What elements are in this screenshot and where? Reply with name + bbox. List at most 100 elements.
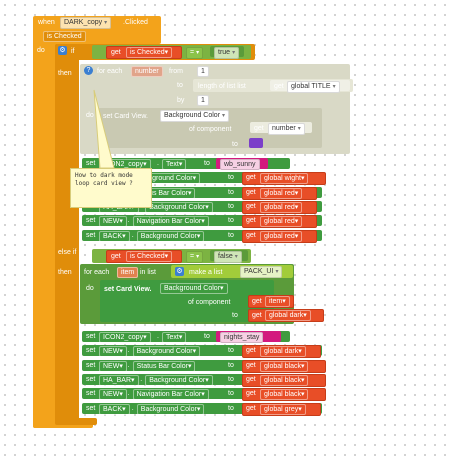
card-view-set-block[interactable]	[100, 280, 274, 322]
then-set-row[interactable]	[82, 172, 322, 183]
then-set-label: set	[86, 217, 96, 224]
else-get-label: get	[246, 405, 256, 412]
bool-true-dropdown[interactable]: true▾	[214, 47, 240, 59]
else-get-pill[interactable]	[242, 374, 326, 387]
global-title-dropdown[interactable]: global TITLE▾	[287, 81, 340, 93]
then-property-dropdown[interactable]: Background Color▾	[136, 231, 205, 242]
else-set-row[interactable]	[82, 388, 322, 399]
get-item-pill[interactable]	[248, 295, 294, 308]
else-dot: .	[127, 362, 130, 369]
then-property-dropdown[interactable]: Text▾	[162, 159, 187, 170]
then-property-dropdown[interactable]: Navigation Bar Color▾	[132, 216, 209, 227]
else-get-dropdown[interactable]: global black▾	[260, 375, 309, 386]
else-get-dropdown[interactable]: global black▾	[260, 361, 309, 372]
event-param-is-checked[interactable]: is Checked	[43, 31, 86, 42]
then-get-dropdown[interactable]: global red▾	[260, 188, 303, 199]
gear-icon[interactable]: ⚙	[58, 46, 67, 55]
get-var-dropdown[interactable]: is Checked▾	[126, 47, 173, 58]
bool-false-dropdown[interactable]: false▾	[214, 251, 242, 263]
else-text-value[interactable]: nights_stay	[220, 332, 264, 343]
then-get-pill[interactable]	[242, 215, 317, 228]
then-set-row[interactable]	[82, 187, 322, 198]
else-property-dropdown[interactable]: Background Color▾	[145, 375, 213, 386]
card-view-prop-dropdown[interactable]: Background Color▾	[160, 110, 230, 122]
then-get-dropdown[interactable]: global red▾	[260, 231, 303, 242]
else-component-dropdown[interactable]: ICON2_copy▾	[99, 332, 151, 343]
get-var-dropdown-2[interactable]: is Checked▾	[126, 251, 173, 262]
then-get-pill[interactable]	[242, 230, 317, 243]
else-component-dropdown[interactable]: NEW▾	[99, 346, 127, 357]
then-component-dropdown[interactable]: NEW▾	[99, 216, 127, 227]
else-property-dropdown[interactable]: Background Color▾	[136, 404, 205, 415]
then-get-dropdown[interactable]: global red▾	[260, 216, 303, 227]
then-set-row[interactable]	[82, 158, 290, 169]
help-icon[interactable]: ?	[84, 66, 93, 75]
then-get-pill[interactable]	[242, 187, 317, 200]
global-dark-dropdown[interactable]: global dark▾	[265, 310, 311, 321]
else-property-dropdown[interactable]: Background Color▾	[132, 346, 201, 357]
for-each-var-number[interactable]: number	[131, 66, 163, 77]
else-get-dropdown[interactable]: global grey▾	[260, 404, 306, 415]
else-get-pill[interactable]	[242, 403, 322, 416]
else-component-dropdown[interactable]: HA_BAR▾	[99, 375, 139, 386]
then-get-pill[interactable]	[242, 201, 317, 214]
of-component-label-2: of component	[188, 299, 231, 306]
then-set-row[interactable]	[82, 201, 322, 212]
else-get-label: get	[246, 390, 256, 397]
from-value[interactable]: 1	[197, 66, 209, 77]
get-item-dropdown[interactable]: item▾	[265, 296, 290, 307]
then-get-dropdown[interactable]: global wight▾	[260, 173, 309, 184]
then-dot: .	[157, 160, 159, 167]
else-to-label: to	[228, 390, 234, 397]
then-get-pill[interactable]	[242, 172, 326, 185]
else-component-dropdown[interactable]: NEW▾	[99, 361, 127, 372]
else-get-dropdown[interactable]: global dark▾	[260, 346, 306, 357]
else-set-row[interactable]	[82, 360, 322, 371]
for-each-var-item[interactable]: item	[117, 267, 139, 278]
else-get-pill[interactable]	[242, 345, 322, 358]
compare-operator-dropdown-2[interactable]: =▾	[186, 251, 204, 263]
else-get-pill[interactable]	[242, 388, 326, 401]
then-component-dropdown[interactable]: BACK▾	[99, 231, 130, 242]
else-get-dropdown[interactable]: global black▾	[260, 389, 309, 400]
else-dot: .	[127, 390, 130, 397]
get-global-dark-pill[interactable]	[248, 309, 324, 322]
get-is-checked-pill[interactable]	[106, 46, 182, 59]
set-card-view-label-2: set Card View.	[104, 286, 152, 293]
get-label-5: get	[252, 298, 262, 305]
card-view-prop-dropdown-2[interactable]: Background Color▾	[160, 283, 228, 294]
else-set-row[interactable]	[82, 331, 290, 342]
else-set-row[interactable]	[82, 374, 322, 385]
else-get-pill[interactable]	[242, 360, 326, 373]
get-is-checked-pill-2[interactable]	[106, 250, 182, 263]
then-get-dropdown[interactable]: global red▾	[260, 202, 303, 213]
else-get-label: get	[246, 347, 256, 354]
else-set-row[interactable]	[82, 345, 322, 356]
else-component-dropdown[interactable]: BACK▾	[99, 404, 130, 415]
then-text-value[interactable]: wb_sunny	[220, 159, 260, 170]
get-number-dropdown[interactable]: number▾	[268, 123, 305, 135]
else-set-row[interactable]	[82, 403, 322, 414]
gear-icon-2[interactable]: ⚙	[175, 267, 184, 276]
then-set-label: set	[86, 160, 96, 167]
comment-bubble[interactable]: How to dark mode loop card view ?	[70, 168, 152, 208]
then-property-dropdown[interactable]: Background Color▾	[145, 202, 213, 213]
else-get-label: get	[246, 362, 256, 369]
do-label: do	[37, 47, 45, 54]
else-to-label: to	[228, 376, 234, 383]
by-value[interactable]: 1	[197, 95, 209, 106]
then-set-row[interactable]	[82, 230, 322, 241]
else-property-dropdown[interactable]: Text▾	[162, 332, 187, 343]
when-label: when	[38, 19, 55, 26]
event-component-dropdown[interactable]: DARK_copy▾	[60, 17, 112, 29]
get-label-3: get	[254, 125, 264, 132]
of-component-label: of component	[189, 126, 232, 133]
pack-ui-dropdown[interactable]: PACK_UI▾	[240, 266, 283, 278]
then-label-2: then	[58, 269, 72, 276]
else-property-dropdown[interactable]: Navigation Bar Color▾	[132, 389, 209, 400]
then-set-row[interactable]	[82, 215, 322, 226]
compare-operator-dropdown[interactable]: =▾	[186, 47, 204, 59]
else-property-dropdown[interactable]: Status Bar Color▾	[132, 361, 196, 372]
color-swatch-purple[interactable]	[249, 138, 263, 148]
else-component-dropdown[interactable]: NEW▾	[99, 389, 127, 400]
